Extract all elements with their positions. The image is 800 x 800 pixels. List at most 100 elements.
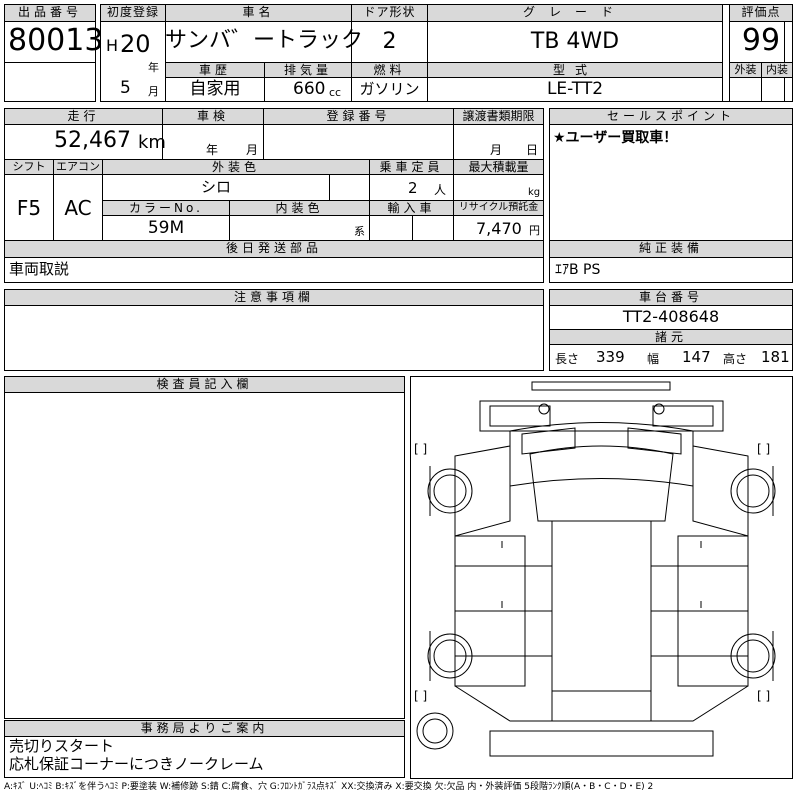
displacement-label: 排気量 [264,62,352,78]
inspection-year-unit: 年 [206,143,219,157]
recycle-deposit-unit: 円 [529,224,540,237]
rear-right-wheel [731,634,775,678]
capacity-unit: 人 [434,183,447,197]
displacement-value: 660 [293,79,326,99]
score-value: 99 [741,23,781,58]
front-left-wheel [428,469,472,513]
grade-value: TB 4WD [530,29,620,54]
length-label: 長さ [555,352,580,366]
later-shipment-label: 後日発送部品 [4,240,544,258]
standard-equipment-value: ｴｱB PS [555,262,601,278]
interior-score-label: 内装 [761,62,793,78]
car-name-value: サンバ゛ートラック [165,28,364,53]
windshield [530,446,673,521]
later-shipment-value: 車両取説 [9,260,70,278]
front-left-marker [539,404,549,414]
transfer-deadline-label: 譲渡書類期限 [453,108,544,125]
history-label: 車歴 [165,62,265,78]
model-box [427,77,723,102]
office-label: 事務局よりご案内 [4,720,405,737]
import-car-box-a [369,215,413,241]
model-label: 型式 [427,62,723,78]
exterior-score-box [729,77,762,102]
spec-label: 諸元 [549,329,793,345]
roof-marker [532,382,670,390]
door-type-label: ドア形状 [351,4,428,22]
capacity-value: 2 [408,179,418,197]
exterior-color-value: シロ [200,178,231,196]
color-number-label: カラーNo. [102,200,230,216]
left-door-front [455,446,510,536]
interior-score-box [761,77,793,102]
car-name-label: 車名 [165,4,352,22]
recycle-deposit-value: 7,470 [476,219,522,238]
registration-number-label: 登録番号 [263,108,454,125]
rear-panel [455,686,748,721]
right-door-front [693,446,748,536]
capacity-label: 乗車定員 [369,159,454,175]
exterior-color-extra-box [329,174,370,201]
office-box [4,736,405,778]
length-value: 339 [596,348,625,366]
lot-number-value: 80013 [8,23,104,58]
lot-empty-box [4,62,96,102]
mileage-unit: km [138,132,166,153]
later-shipment-box [4,257,544,283]
rear-bumper [490,731,713,756]
exterior-score-label: 外装 [729,62,762,78]
registration-month-value: 5 [120,78,131,98]
bracket-top-right: [ ] [757,442,771,456]
office-line-2: 応札保証コーナーにつきノークレーム [9,755,264,773]
score-label: 評価点 [729,4,793,22]
notes-label: 注意事項欄 [4,289,544,306]
registration-year-unit: 年 [148,61,159,74]
import-car-box-b [412,215,454,241]
transfer-day-unit: 日 [526,143,539,157]
chassis-number-label: 車台番号 [549,289,793,306]
transfer-month-unit: 月 [490,143,503,157]
registration-number-box [263,124,454,160]
era-value: H [106,36,119,55]
spec-box [549,344,793,371]
width-label: 幅 [647,352,660,366]
recycle-deposit-label: リサイクル預託金 [453,200,544,216]
bracket-bottom-right: [ ] [757,689,771,703]
width-value: 147 [682,348,711,366]
standard-equipment-label: 純正装備 [549,240,793,258]
max-load-unit: kg [528,187,541,198]
aircon-label: エアコン [53,159,103,175]
legend-text: A:ｷｽﾞ U:ﾍｺﾐ B:ｷｽﾞを伴うﾍｺﾐ P:要塗装 W:補修跡 S:錆 … [4,782,654,792]
displacement-unit: cc [329,86,342,99]
registration-month-unit: 月 [148,85,159,98]
inspection-label: 車検 [162,108,264,125]
color-number-value: 59M [147,218,185,238]
grade-label: グレード [427,4,723,22]
door-type-value: 2 [382,29,397,54]
office-line-1: 売切りスタート [9,737,115,755]
spare-wheel [417,713,453,749]
fuel-value: ガソリン [359,80,420,98]
first-registration-label: 初度登録 [100,4,166,22]
chassis-number-value: TT2-408648 [622,307,720,326]
front-bumper [480,401,723,431]
bed-center [552,521,651,691]
shift-label: シフト [4,159,54,175]
front-right-marker [654,404,664,414]
lot-number-label: 出品番号 [4,4,96,22]
inspector-label: 検査員記入欄 [4,376,405,393]
interior-color-label: 内装色 [229,200,370,216]
interior-color-box [229,215,370,241]
notes-box [4,305,544,371]
aircon-value: AC [64,196,92,220]
max-load-label: 最大積載量 [453,159,544,175]
interior-color-unit: 系 [354,225,365,238]
car-diagram-box [410,376,793,779]
rear-left-wheel [428,634,472,678]
fuel-label: 燃料 [351,62,428,78]
shift-value: F5 [16,196,42,220]
mileage-value: 52,467 [54,128,131,153]
bracket-bottom-left: [ ] [414,689,428,703]
inspection-month-unit: 月 [246,143,259,157]
standard-equipment-box [549,257,793,283]
mileage-label: 走行 [4,108,163,125]
